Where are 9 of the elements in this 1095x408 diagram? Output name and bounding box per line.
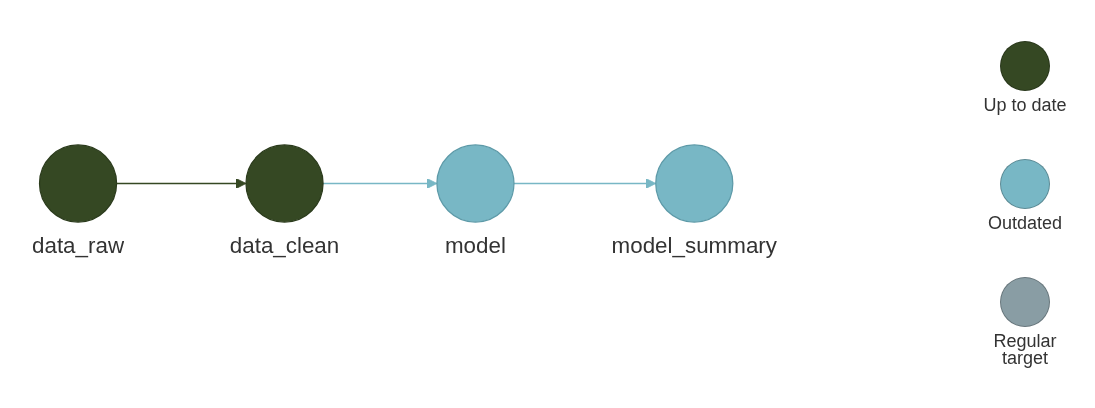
node-label: model [444,233,506,259]
legend-label: Up to date [982,96,1068,114]
target-node: data_clean [229,144,340,259]
node-label: data_clean [229,233,340,259]
legend-label: Regular target [992,333,1058,368]
node-label: data_raw [32,233,125,259]
target-node: model_summary [611,144,777,259]
node-label: model_summary [611,233,777,259]
legend-label: Outdated [986,215,1064,232]
